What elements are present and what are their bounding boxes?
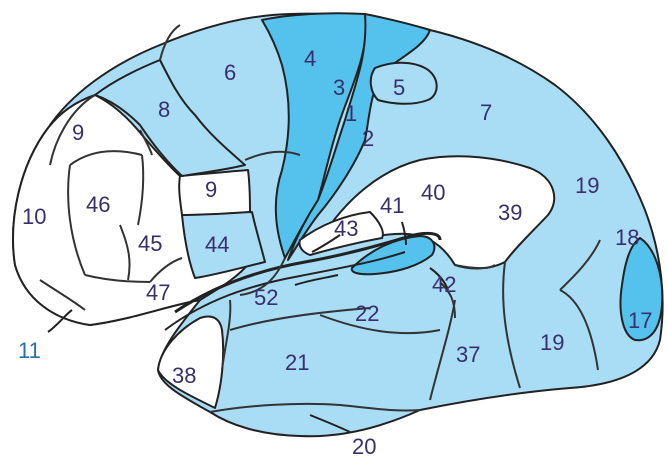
label-area-1: 1	[345, 101, 357, 126]
label-area-44: 44	[205, 232, 229, 257]
label-area-2: 2	[362, 126, 374, 151]
sylvian-fissure-inner	[164, 251, 406, 331]
label-area-18: 18	[615, 225, 639, 250]
pointer-lines	[47, 221, 449, 433]
label-area-19-top: 19	[575, 173, 599, 198]
label-area-6: 6	[224, 60, 236, 85]
label-area-20: 20	[352, 434, 376, 459]
pointer-11	[47, 309, 73, 333]
label-area-38: 38	[172, 363, 196, 388]
label-area-3: 3	[333, 75, 345, 100]
region-borders	[39, 24, 601, 413]
region-43	[298, 211, 384, 256]
label-area-47: 47	[146, 280, 170, 305]
label-area-10: 10	[22, 204, 46, 229]
label-area-19-bot: 19	[540, 330, 564, 355]
pointer-43	[311, 234, 341, 253]
area-labels: 4 6 3 5 8 1 2 7 9 9 19 10 46 41 40 39 43…	[18, 46, 652, 459]
label-area-39: 39	[498, 200, 522, 225]
label-area-41: 41	[380, 193, 404, 218]
pointer-52	[294, 274, 339, 286]
region-38	[157, 315, 225, 409]
region-44	[181, 211, 266, 279]
label-area-37: 37	[456, 342, 480, 367]
label-area-45: 45	[138, 231, 162, 256]
label-area-40: 40	[421, 180, 445, 205]
label-area-46: 46	[86, 192, 110, 217]
label-area-8: 8	[158, 97, 170, 122]
region-5	[369, 61, 438, 105]
label-area-11: 11	[18, 338, 41, 363]
label-area-7: 7	[480, 100, 492, 125]
label-area-5: 5	[393, 75, 405, 100]
pointer-41	[401, 221, 407, 246]
label-area-42: 42	[432, 272, 456, 297]
label-area-21: 21	[285, 350, 309, 375]
label-area-9-mid: 9	[205, 177, 217, 202]
label-area-17: 17	[628, 308, 652, 333]
region-3-1-2	[287, 13, 431, 261]
sylvian-fissure	[174, 231, 442, 314]
pointer-42	[429, 267, 449, 291]
label-area-43: 43	[334, 216, 358, 241]
region-17	[619, 237, 664, 342]
label-area-4: 4	[304, 46, 316, 71]
label-area-22: 22	[355, 301, 379, 326]
pointer-20	[309, 414, 351, 433]
label-area-9-top: 9	[72, 120, 84, 145]
label-area-52: 52	[254, 285, 278, 310]
region-8	[94, 59, 246, 177]
